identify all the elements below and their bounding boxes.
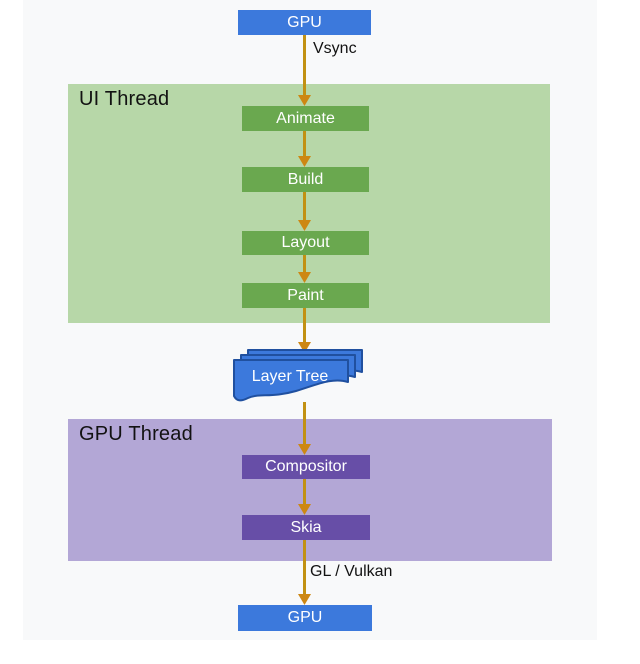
node-layout: Layout <box>242 231 369 255</box>
node-skia-label: Skia <box>290 518 322 536</box>
node-layer-tree-label: Layer Tree <box>251 368 329 385</box>
node-build-label: Build <box>287 170 324 188</box>
node-gpu-bottom: GPU <box>238 605 372 631</box>
edge-label-gl-vulkan: GL / Vulkan <box>310 563 393 580</box>
node-paint: Paint <box>242 283 369 308</box>
node-layout-label: Layout <box>281 234 330 251</box>
node-layer-tree: Layer Tree <box>234 364 346 390</box>
node-animate: Animate <box>242 106 369 131</box>
node-compositor: Compositor <box>242 455 370 479</box>
edge-label-vsync: Vsync <box>313 40 357 57</box>
ui-thread-label: UI Thread <box>79 88 170 110</box>
node-paint-label: Paint <box>287 286 324 304</box>
node-gpu-top: GPU <box>238 10 371 35</box>
node-build: Build <box>242 167 369 192</box>
node-gpu-bottom-label: GPU <box>287 609 323 626</box>
node-skia: Skia <box>242 515 370 540</box>
node-animate-label: Animate <box>276 109 335 127</box>
node-compositor-label: Compositor <box>265 458 347 475</box>
node-gpu-top-label: GPU <box>287 13 322 31</box>
gpu-thread-label: GPU Thread <box>79 423 193 445</box>
